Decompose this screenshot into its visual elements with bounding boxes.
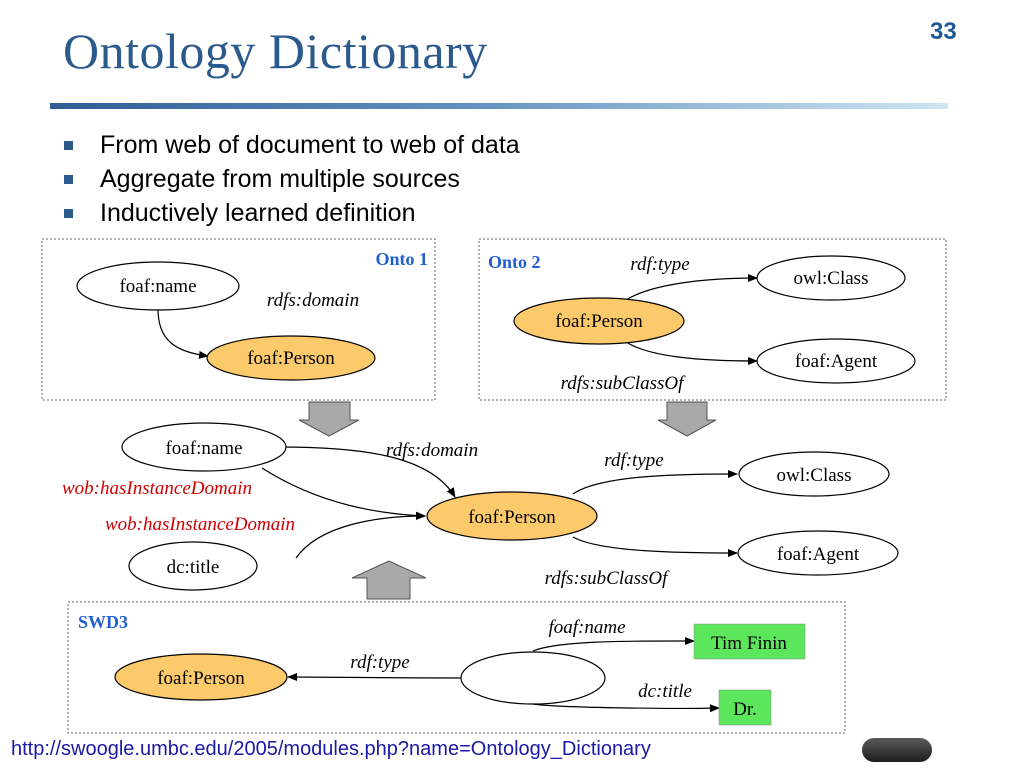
merged-domain-label: rdfs:domain	[386, 440, 478, 461]
merged-instance-domain-label-2: wob:hasInstanceDomain	[105, 514, 295, 535]
merged-title-node	[128, 541, 258, 591]
bullet-list: From web of document to web of data Aggr…	[62, 128, 520, 230]
swd3-tim-finin-label: Tim Finin	[711, 633, 787, 654]
merged-graph: foaf:name dc:title foaf:Person owl:Class…	[62, 422, 899, 591]
footer-url-link[interactable]: http://swoogle.umbc.edu/2005/modules.php…	[11, 738, 651, 760]
merged-class-node	[738, 451, 890, 497]
onto2-type-edge	[625, 274, 758, 301]
merged-person-node	[426, 491, 598, 541]
swd3-title-edge	[532, 703, 720, 713]
merged-name-label: foaf:name	[165, 438, 242, 459]
swd3-type-edge	[287, 673, 462, 682]
swd3-title-label: dc:title	[638, 681, 692, 702]
merged-instance-domain-edge-2	[295, 512, 426, 559]
onto1-domain-label: rdfs:domain	[267, 290, 359, 311]
swd3-blank-node	[460, 651, 606, 705]
onto2-agent-label: foaf:Agent	[795, 351, 878, 372]
slide-title: Ontology Dictionary	[63, 23, 488, 79]
swd3-person-node	[114, 653, 288, 701]
merged-subclass-edge	[572, 536, 738, 557]
swd3-dr-label: Dr.	[733, 699, 757, 720]
bullet-item: From web of document to web of data	[62, 128, 520, 162]
merged-agent-node	[737, 530, 899, 576]
onto1-label: Onto 1	[375, 249, 428, 269]
onto2-type-label: rdf:type	[630, 254, 689, 275]
onto2-person-label: foaf:Person	[555, 311, 643, 332]
merged-title-label: dc:title	[167, 557, 220, 578]
onto1-box: Onto 1 foaf:name foaf:Person rdfs:domain	[41, 238, 436, 401]
title-underline	[50, 103, 948, 109]
onto2-merge-arrow-icon	[657, 401, 717, 437]
onto2-box: Onto 2 foaf:Person owl:Class foaf:Agent …	[478, 238, 947, 401]
merged-instance-domain-edge-1	[261, 467, 426, 520]
merged-class-label: owl:Class	[777, 465, 852, 486]
onto2-person-node	[513, 297, 685, 345]
merged-subclass-label: rdfs:subClassOf	[545, 568, 671, 589]
merged-type-edge	[572, 470, 738, 495]
onto2-class-label: owl:Class	[794, 268, 869, 289]
slide-number: 33	[930, 18, 957, 45]
bullet-item: Aggregate from multiple sources	[62, 162, 520, 196]
onto2-label: Onto 2	[488, 252, 541, 272]
bullet-square-icon	[64, 209, 73, 218]
bullet-square-icon	[64, 175, 73, 184]
swd3-dr-literal	[718, 689, 772, 726]
onto2-class-node	[756, 255, 906, 301]
onto1-name-node	[76, 261, 240, 311]
merged-agent-label: foaf:Agent	[777, 544, 860, 565]
ebiquity-logo	[862, 738, 932, 762]
onto2-subclass-label: rdfs:subClassOf	[561, 373, 687, 394]
merged-instance-domain-label-1: wob:hasInstanceDomain	[62, 478, 252, 499]
swd3-merge-arrow-icon	[351, 560, 427, 600]
onto1-domain-edge	[157, 308, 209, 359]
bullet-square-icon	[64, 141, 73, 150]
merged-person-label: foaf:Person	[468, 507, 556, 528]
swd3-person-label: foaf:Person	[157, 668, 245, 689]
bullet-item: Inductively learned definition	[62, 196, 520, 230]
onto1-person-label: foaf:Person	[247, 348, 335, 369]
swd3-label: SWD3	[78, 612, 128, 632]
merged-domain-edge	[278, 446, 456, 498]
merged-name-node	[121, 422, 287, 472]
swd3-type-label: rdf:type	[350, 652, 409, 673]
swd3-name-label: foaf:name	[548, 617, 625, 638]
swd3-box: SWD3 foaf:Person Tim Finin Dr. rdf:type …	[67, 601, 846, 734]
swd3-name-edge	[532, 636, 695, 652]
swd3-tim-finin-literal	[693, 623, 806, 660]
onto2-subclass-edge	[625, 341, 758, 365]
onto1-person-node	[206, 335, 376, 381]
onto1-merge-arrow-icon	[298, 401, 360, 437]
merged-type-label: rdf:type	[604, 450, 663, 471]
onto2-agent-node	[756, 338, 916, 384]
onto1-name-label: foaf:name	[119, 276, 196, 297]
